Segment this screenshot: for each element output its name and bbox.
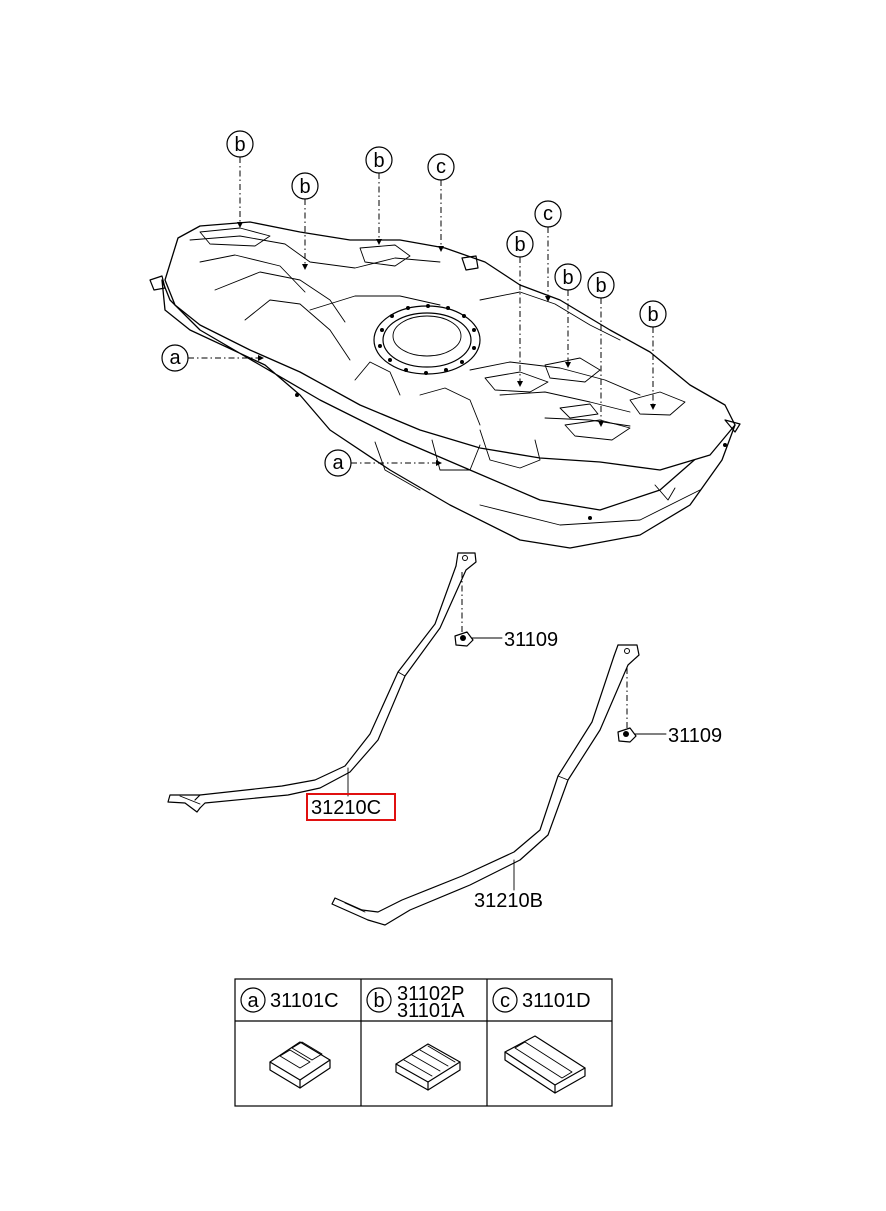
callout-b-1[interactable]: b (226, 130, 254, 158)
callout-leaders (188, 157, 654, 464)
callout-a-2-letter: a (332, 452, 344, 474)
callout-b-2[interactable]: b (291, 172, 319, 200)
legend-b-part-2: 31101A (397, 1000, 465, 1022)
callout-b-3[interactable]: b (365, 146, 393, 174)
strap-front-drawing (167, 552, 477, 813)
fuel-tank (149, 221, 741, 549)
strap-31210C-label-group[interactable]: 31210C (306, 767, 396, 821)
callout-b-5-letter: b (562, 267, 573, 289)
callout-c-2[interactable]: c (534, 200, 562, 228)
pad-b-illustration (395, 1043, 461, 1091)
callout-c-2-letter: c (543, 203, 553, 225)
bolt-31109-front[interactable]: 31109 (454, 629, 558, 651)
strap-31210C-label: 31210C (311, 797, 381, 819)
legend-c-part: 31101D (522, 990, 591, 1012)
legend-cell-c[interactable]: c 31101D (492, 987, 591, 1013)
callout-b-3-letter: b (373, 150, 384, 172)
legend-c-letter: c (500, 990, 510, 1012)
bolt-31109-front-label: 31109 (504, 629, 558, 651)
pad-a-illustration (269, 1041, 331, 1089)
callout-b-6[interactable]: b (587, 271, 615, 299)
callout-b-5[interactable]: b (554, 263, 582, 291)
legend-a-letter: a (247, 990, 259, 1012)
callout-b-7-letter: b (647, 304, 658, 326)
callout-b-2-letter: b (299, 176, 310, 198)
callout-a-2[interactable]: a (324, 449, 352, 477)
bolt-31109-rear-label: 31109 (668, 725, 722, 747)
legend-table: a 31101C b 31102P 31101A c 31101D (234, 978, 613, 1107)
callout-b-6-letter: b (595, 275, 606, 297)
legend-b-part-1: 31102P (397, 983, 464, 1005)
callout-b-4-letter: b (514, 234, 525, 256)
strap-31210B-label: 31210B (474, 890, 543, 912)
highlight-box (306, 793, 396, 821)
callout-a-1-letter: a (169, 347, 181, 369)
callout-b-1-letter: b (234, 134, 245, 156)
legend-a-part: 31101C (270, 990, 339, 1012)
callout-c-1-letter: c (436, 156, 446, 178)
legend-cell-b[interactable]: b 31102P 31101A (366, 983, 465, 1022)
pad-c-illustration (504, 1035, 586, 1094)
callout-c-1[interactable]: c (427, 153, 455, 181)
callout-b-4[interactable]: b (506, 230, 534, 258)
callout-arrowheads (237, 222, 656, 466)
legend-b-letter: b (373, 990, 384, 1012)
strap-rear-drawing (331, 644, 640, 926)
callout-a-1[interactable]: a (161, 344, 189, 372)
legend-cell-a[interactable]: a 31101C (240, 987, 339, 1013)
strap-31210B-label-group[interactable]: 31210B (474, 859, 543, 912)
callout-b-7[interactable]: b (639, 300, 667, 328)
bolt-31109-rear[interactable]: 31109 (617, 725, 722, 747)
flange-bolts (378, 304, 476, 375)
